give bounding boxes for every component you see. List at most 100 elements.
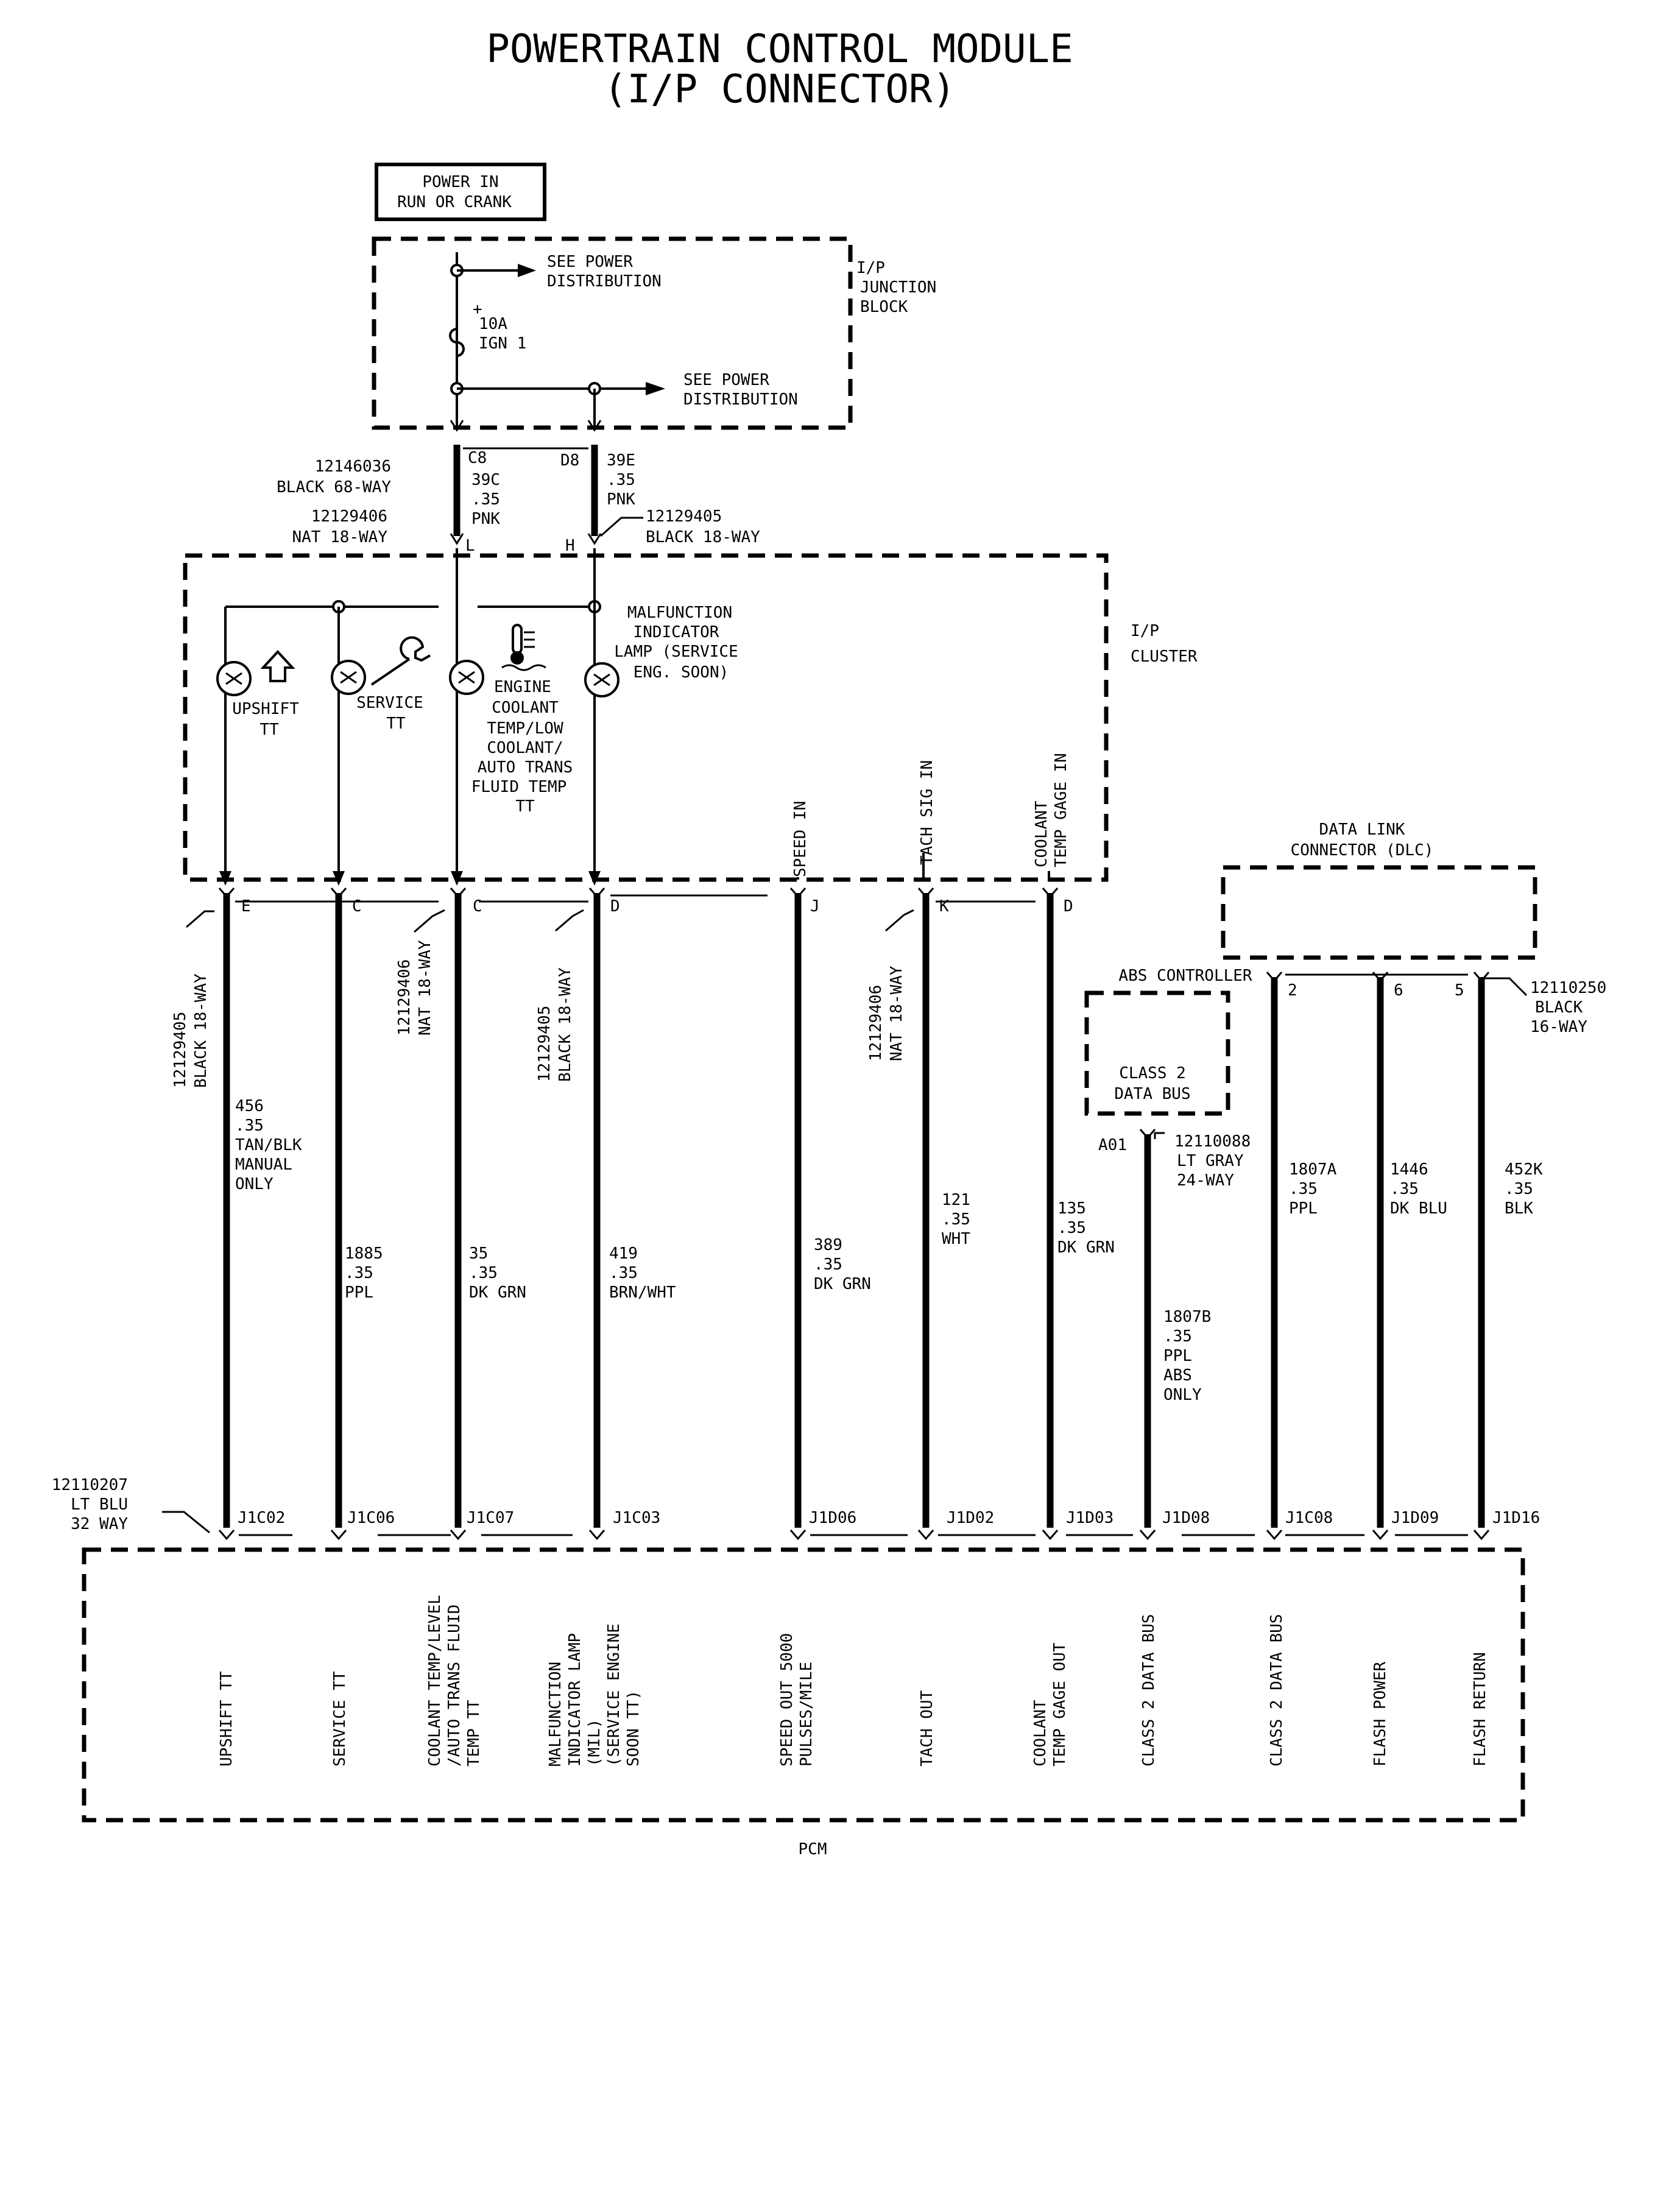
svg-text:FLUID TEMP: FLUID TEMP: [471, 778, 567, 796]
pcm-pin-label: J1D09: [1391, 1509, 1439, 1527]
svg-text:12146036: 12146036: [315, 457, 391, 476]
wire-label: TAN/BLK: [235, 1136, 302, 1154]
wire-label: .35: [814, 1255, 842, 1274]
mil-lamp-icon: [584, 662, 619, 697]
wire-label: .35: [609, 1264, 638, 1282]
pcm-pin-label: J1D06: [809, 1509, 856, 1527]
pcm-function-label: COOLANT: [1031, 1700, 1050, 1767]
power-in-label-2: RUN OR CRANK: [397, 193, 512, 211]
connector-cap: [450, 1530, 467, 1541]
dlc-connector-label: 12110250 BLACK 16-WAY: [1530, 979, 1606, 1036]
svg-text:IGN 1: IGN 1: [479, 334, 526, 353]
wire-label: .35: [1505, 1180, 1533, 1198]
svg-text:JUNCTION: JUNCTION: [860, 278, 936, 297]
wire-label: BLK: [1505, 1199, 1533, 1218]
service-lamp-icon: [331, 660, 366, 695]
wire-label: DK GRN: [1057, 1238, 1115, 1257]
svg-text:CLUSTER: CLUSTER: [1131, 648, 1198, 666]
svg-text:AUTO TRANS: AUTO TRANS: [478, 758, 573, 777]
svg-text:SEE POWER: SEE POWER: [547, 253, 633, 271]
pcm-pin-label: J1C02: [238, 1509, 285, 1527]
connector-cap: [330, 1530, 347, 1541]
fuse-label: + 10A IGN 1: [473, 300, 526, 353]
svg-text:ENG. SOON): ENG. SOON): [634, 663, 729, 682]
pin-label: 2: [1288, 981, 1297, 1000]
svg-text:12129406: 12129406: [311, 507, 387, 526]
svg-text:I/P: I/P: [1131, 622, 1159, 640]
upshift-lamp-icon: [216, 661, 252, 696]
coolant-tt-label: ENGINE COOLANT TEMP/LOW COOLANT/ AUTO TR…: [471, 678, 573, 816]
wire-label: 456: [235, 1097, 264, 1115]
wire-label: 121: [942, 1191, 970, 1209]
svg-text:12110250: 12110250: [1530, 979, 1606, 997]
pcm-pin-label: J1C07: [467, 1509, 514, 1527]
wire-label: .35: [345, 1264, 373, 1282]
connector-label-e: 12129405 BLACK 18-WAY: [171, 973, 210, 1088]
wire-label: ONLY: [1163, 1386, 1202, 1404]
ip-cluster: [183, 553, 1109, 882]
wire-label: PPL: [1163, 1347, 1192, 1365]
wire-label: .35: [1057, 1219, 1086, 1237]
connector-cap: [218, 1530, 235, 1541]
pcm-pin-label: J1D08: [1162, 1509, 1210, 1527]
speed-in-label: SPEED IN: [791, 801, 810, 877]
cluster-pin-l: L: [465, 537, 475, 555]
svg-text:12129405: 12129405: [535, 1006, 554, 1082]
power-in-label: POWER IN: [422, 173, 498, 191]
connector-label-c7: 12129406 NAT 18-WAY: [395, 940, 434, 1036]
connector-cap: [789, 1530, 806, 1541]
service-tt-label: SERVICE TT: [356, 694, 423, 733]
wire-label: .35: [1390, 1180, 1419, 1198]
svg-text:.35: .35: [471, 490, 500, 509]
svg-text:TT: TT: [259, 721, 279, 739]
svg-text:12129406: 12129406: [395, 959, 414, 1036]
pcm-function-label: FLASH RETURN: [1471, 1652, 1489, 1767]
pcm-label: PCM: [799, 1840, 827, 1859]
svg-text:COOLANT: COOLANT: [492, 699, 559, 717]
svg-text:12129405: 12129405: [646, 507, 722, 526]
pcm-function-label: FLASH POWER: [1371, 1661, 1389, 1767]
data-link-connector: [1221, 865, 1537, 960]
svg-text:DATA LINK: DATA LINK: [1319, 821, 1405, 839]
svg-text:12129406: 12129406: [867, 985, 885, 1061]
wire-label: 1807A: [1289, 1160, 1337, 1179]
wire-label: DK GRN: [814, 1275, 871, 1293]
pcm-pin-label: J1D02: [947, 1509, 994, 1527]
svg-text:NAT 18-WAY: NAT 18-WAY: [416, 940, 434, 1036]
pcm-function-label: CLASS 2 DATA BUS: [1268, 1614, 1286, 1767]
pcm-function-label: TEMP GAGE OUT: [1051, 1642, 1069, 1767]
wire-label: .35: [1289, 1180, 1318, 1198]
svg-text:BLOCK: BLOCK: [860, 298, 908, 316]
wire-label: 135: [1057, 1199, 1086, 1218]
dlc-label: DATA LINK CONNECTOR (DLC): [1291, 821, 1434, 860]
wire-label: 1807B: [1163, 1308, 1211, 1326]
pcm-pin-label: J1D16: [1492, 1509, 1540, 1527]
wire-label: PPL: [1289, 1199, 1318, 1218]
fuse-icon: [449, 328, 465, 357]
pcm-pin-label: J1C03: [613, 1509, 660, 1527]
svg-text:CLASS 2: CLASS 2: [1119, 1064, 1186, 1082]
pcm-function-label: UPSHIFT TT: [217, 1671, 236, 1767]
wire-label: BRN/WHT: [609, 1283, 676, 1302]
svg-text:COOLANT/: COOLANT/: [487, 739, 563, 757]
wire-label: .35: [235, 1117, 264, 1135]
svg-text:I/P: I/P: [856, 259, 885, 277]
connector-cap: [1266, 1530, 1283, 1541]
svg-text:39C: 39C: [471, 471, 500, 489]
cluster-pin-h: H: [565, 537, 575, 555]
svg-text:10A: 10A: [479, 315, 507, 333]
pcm-function-label: INDICATOR LAMP: [566, 1633, 584, 1767]
svg-text:LT BLU: LT BLU: [71, 1495, 128, 1514]
wrench-icon: [370, 636, 431, 686]
jb-pin-c8: C8: [468, 449, 487, 467]
wire-label: DK BLU: [1390, 1199, 1447, 1218]
wire-label: 419: [609, 1244, 638, 1263]
svg-text:NAT 18-WAY: NAT 18-WAY: [888, 966, 906, 1061]
svg-text:PNK: PNK: [607, 490, 635, 509]
svg-text:.35: .35: [607, 471, 635, 489]
pcm-function-label: MALFUNCTION: [546, 1662, 565, 1767]
svg-text:BLACK 18-WAY: BLACK 18-WAY: [646, 528, 760, 546]
wire-label: 35: [469, 1244, 488, 1263]
pin-label: K: [939, 897, 949, 916]
pcm-function-label: COOLANT TEMP/LEVEL: [426, 1595, 444, 1767]
